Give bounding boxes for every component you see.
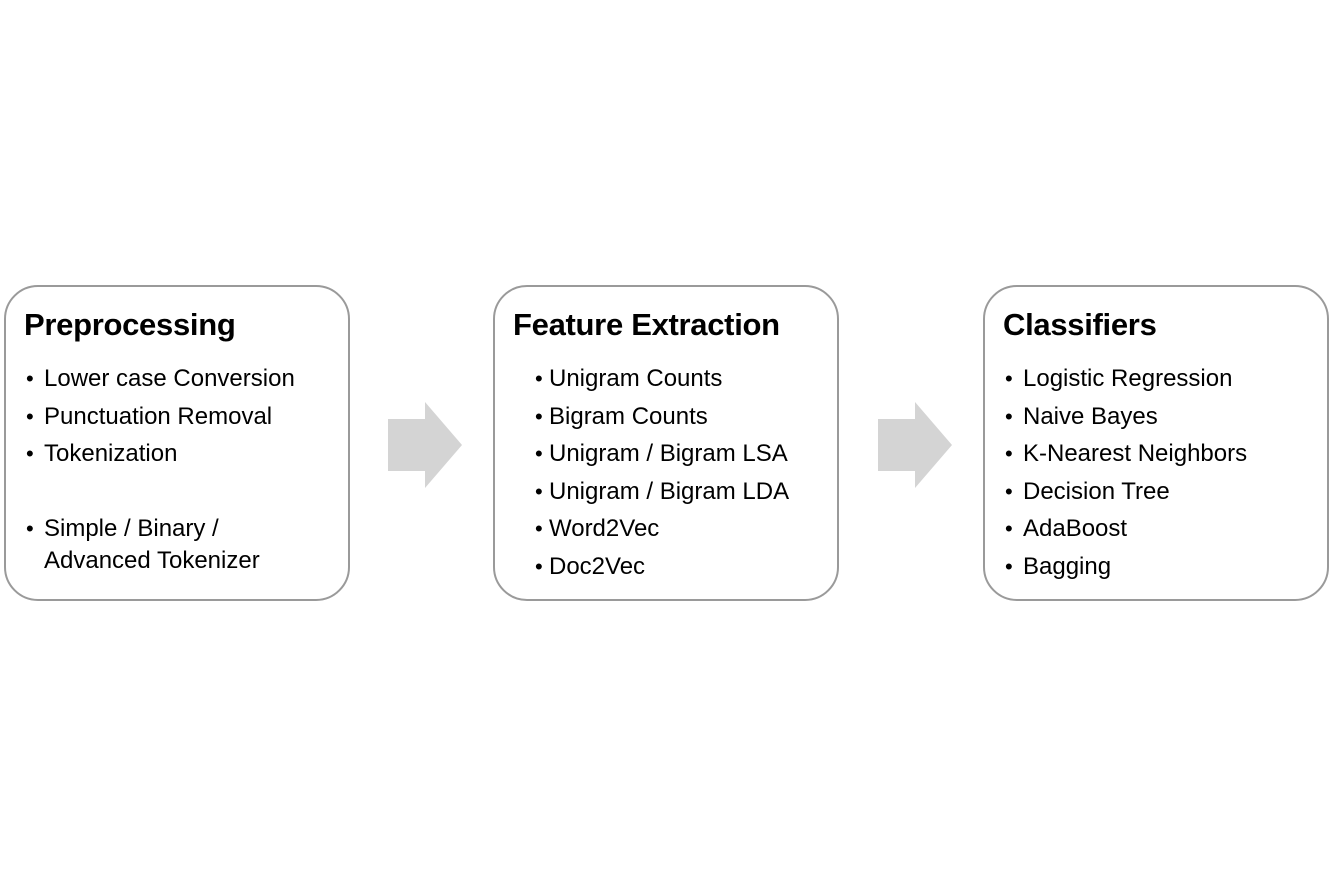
stage-item: • Doc2Vec bbox=[535, 551, 789, 589]
stage-box-preprocessing: Preprocessing • Lower case Conversion • … bbox=[4, 285, 350, 601]
bullet-icon: • bbox=[535, 403, 543, 429]
stage-item: • Bigram Counts bbox=[535, 401, 789, 439]
bullet-icon: • bbox=[535, 441, 543, 466]
stage-item: • Simple / Binary / Advanced Tokenizer bbox=[26, 515, 260, 574]
bullet-icon: • bbox=[1005, 441, 1013, 466]
stage-item: • Unigram / Bigram LSA bbox=[535, 438, 789, 476]
bullet-icon: • bbox=[1005, 516, 1013, 541]
stage-item: • AdaBoost bbox=[1005, 513, 1247, 551]
bullet-icon: • bbox=[26, 516, 34, 541]
stage-item: • Lower case Conversion bbox=[26, 363, 295, 401]
stage-item: • Tokenization bbox=[26, 438, 295, 476]
stage-item: • Decision Tree bbox=[1005, 476, 1247, 514]
bullet-icon: • bbox=[26, 441, 34, 466]
stage-item: • K-Nearest Neighbors bbox=[1005, 438, 1247, 476]
stage-box-classifiers: Classifiers • Logistic Regression • Naiv… bbox=[983, 285, 1329, 601]
arrow-shape bbox=[878, 402, 952, 488]
stage-title-classifiers: Classifiers bbox=[1003, 307, 1157, 342]
stage-item-list: • Unigram Counts • Bigram Counts • Unigr… bbox=[535, 363, 789, 588]
stage-item-list: • Lower case Conversion • Punctuation Re… bbox=[26, 363, 295, 577]
bullet-icon: • bbox=[1005, 366, 1013, 391]
stage-item: • Punctuation Removal bbox=[26, 401, 295, 439]
arrow-shape bbox=[388, 402, 462, 488]
bullet-icon: • bbox=[535, 553, 543, 579]
stage-box-feature-extraction: Feature Extraction • Unigram Counts • Bi… bbox=[493, 285, 839, 601]
stage-item: • Unigram Counts bbox=[535, 363, 789, 401]
stage-item: • Word2Vec bbox=[535, 513, 789, 551]
stage-title-feature-extraction: Feature Extraction bbox=[513, 307, 780, 342]
bullet-icon: • bbox=[535, 478, 543, 504]
right-arrow-icon bbox=[878, 402, 952, 488]
bullet-icon: • bbox=[535, 366, 543, 391]
bullet-icon: • bbox=[26, 403, 34, 429]
stage-item: • Naive Bayes bbox=[1005, 401, 1247, 439]
stage-item: • Unigram / Bigram LDA bbox=[535, 476, 789, 514]
stage-item-list: • Logistic Regression • Naive Bayes • K-… bbox=[1005, 363, 1247, 588]
stage-item: • Logistic Regression bbox=[1005, 363, 1247, 401]
bullet-icon: • bbox=[1005, 403, 1013, 429]
bullet-icon: • bbox=[535, 516, 543, 541]
bullet-icon: • bbox=[26, 366, 34, 391]
bullet-icon: • bbox=[1005, 478, 1013, 504]
bullet-icon: • bbox=[1005, 553, 1013, 579]
stage-title-preprocessing: Preprocessing bbox=[24, 307, 236, 342]
stage-item: • Bagging bbox=[1005, 551, 1247, 589]
right-arrow-icon bbox=[388, 402, 462, 488]
